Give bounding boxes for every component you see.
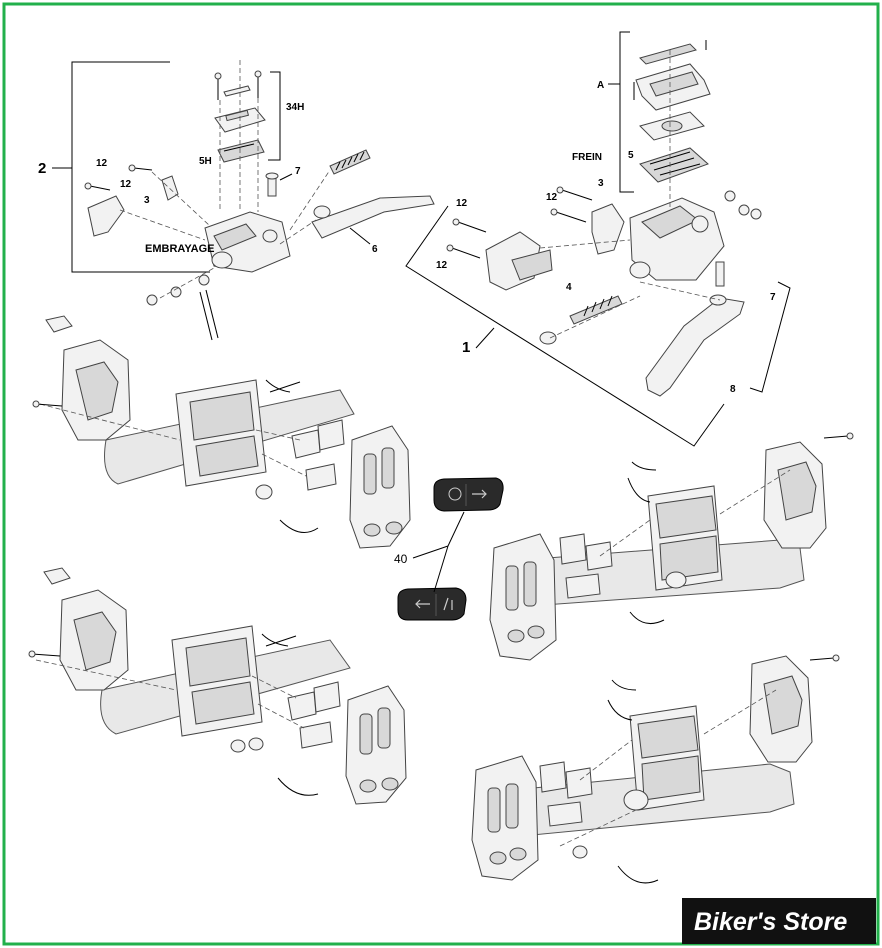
right-switch-housing-lower	[471, 654, 840, 884]
right-switch-housing-upper	[489, 432, 854, 661]
label-embrayage: EMBRAYAGE	[145, 243, 215, 255]
label-3-right: 3	[598, 178, 604, 189]
brake-assembly: A FREIN 5 3 12 12 12 4 7 8 1	[405, 31, 791, 447]
label-6: 6	[372, 244, 378, 255]
label-7-right: 7	[770, 292, 776, 303]
switch-buttons-40: 40	[394, 477, 504, 621]
label-frein: FREIN	[572, 152, 602, 163]
label-3-left: 3	[144, 195, 150, 206]
bikers-store-watermark: Biker's Store	[682, 898, 876, 944]
label-7-left: 7	[295, 166, 301, 177]
left-switch-housing-upper	[32, 315, 411, 549]
label-5: 5	[628, 150, 634, 161]
label-12-c: 12	[546, 192, 558, 203]
label-group-1: 1	[462, 339, 470, 356]
label-A: A	[597, 80, 604, 91]
label-12-d: 12	[456, 198, 468, 209]
label-12-b: 12	[120, 179, 132, 190]
watermark-text: Biker's Store	[694, 908, 847, 936]
label-12-a: 12	[96, 158, 108, 169]
label-40: 40	[394, 552, 408, 566]
label-4: 4	[566, 282, 572, 293]
label-5H: 5H	[199, 156, 212, 167]
clutch-assembly: 2 34H 5H 7 12 12 3 EMBRAYAGE 6	[38, 60, 435, 341]
label-group-2: 2	[38, 160, 46, 177]
left-switch-housing-lower	[28, 567, 407, 805]
label-12-e: 12	[436, 260, 448, 271]
label-34H: 34H	[286, 102, 304, 113]
label-8: 8	[730, 384, 736, 395]
